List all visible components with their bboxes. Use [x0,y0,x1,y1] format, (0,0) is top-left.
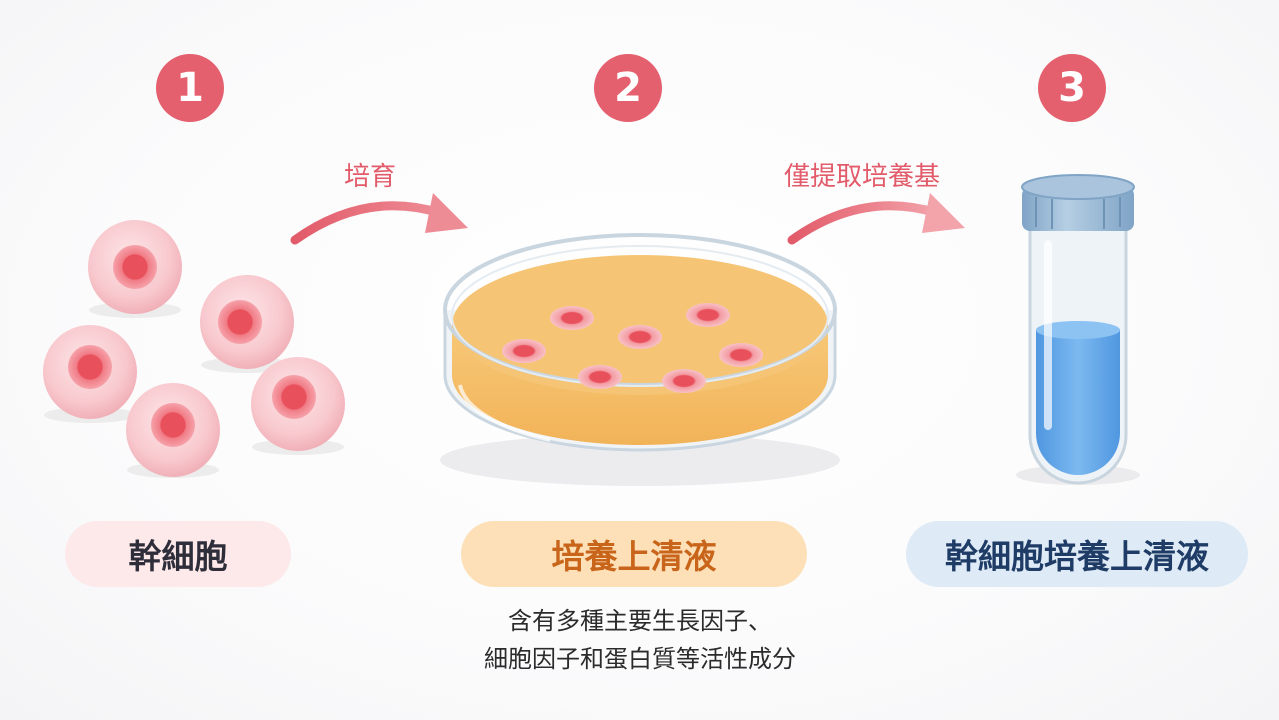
step-3-number: 3 [1038,54,1106,122]
step-2-label: 培養上清液 [461,521,807,587]
arrow-2-label: 僅提取培養基 [784,162,941,192]
description-line-1: 含有多種主要生長因子、 [508,607,772,635]
step-3-label: 幹細胞培養上清液 [906,521,1248,587]
arrow-2-icon [787,193,965,245]
description: 含有多種主要生長因子、 細胞因子和蛋白質等活性成分 [380,602,900,678]
arrow-1-icon [290,193,468,245]
test-tube-icon [1016,174,1140,485]
step-1-number: 1 [156,54,224,122]
step-1-label: 幹細胞 [65,521,291,587]
description-line-2: 細胞因子和蛋白質等活性成分 [484,645,796,673]
arrow-1-label: 培育 [344,162,397,192]
step-2-number: 2 [594,54,662,122]
stem-cells-icon [43,220,345,478]
petri-dish-icon [440,233,840,486]
